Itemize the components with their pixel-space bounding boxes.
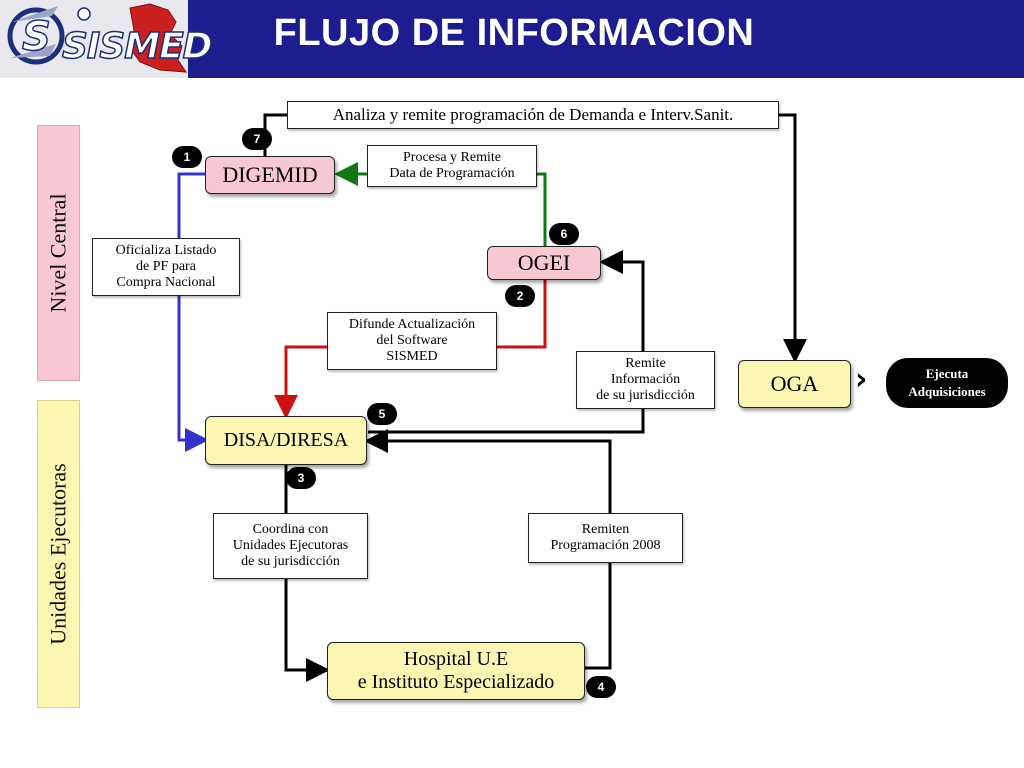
band-nivel-central: Nivel Central (37, 125, 80, 381)
step-badge-3: 3 (286, 467, 316, 489)
label-analiza-remite: Analiza y remite programación de Demanda… (287, 101, 779, 129)
step-badge-7: 7 (242, 128, 272, 150)
node-disa-diresa: DISA/DIRESA (205, 416, 367, 465)
step-badge-1: 1 (172, 146, 202, 168)
step-badge-4: 4 (586, 676, 616, 698)
chevron-right-icon: › (855, 362, 868, 397)
arrow-disa-to-ogei (368, 250, 645, 434)
band-unidades-ejecutoras: Unidades Ejecutoras (37, 400, 80, 708)
svg-text:S: S (22, 14, 51, 60)
node-ogei: OGEI (487, 246, 601, 280)
node-digemid: DIGEMID (205, 156, 335, 194)
logo-graphic: S (7, 3, 187, 73)
step-badge-5: 5 (367, 403, 397, 425)
step-badge-2: 2 (505, 285, 535, 307)
node-oga: OGA (738, 360, 851, 408)
sismed-logo: S SISMED (0, 0, 213, 78)
logo-wordmark: SISMED (61, 25, 213, 68)
step-badge-6: 6 (549, 223, 579, 245)
arrow-digemid-to-disa (177, 172, 209, 452)
page-title: FLUJO DE INFORMACION (273, 12, 755, 54)
